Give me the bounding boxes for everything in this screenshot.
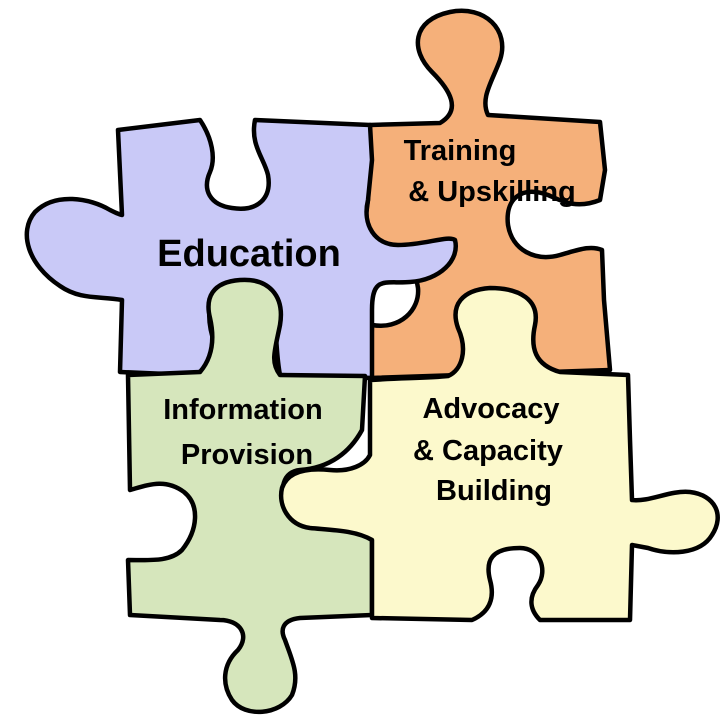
education-label: Education (157, 233, 341, 275)
piece-advocacy-shape (278, 285, 720, 623)
advocacy-label-line1: Advocacy (422, 393, 559, 425)
information-label-line1: Information (163, 394, 323, 426)
training-label-line2: & Upskilling (408, 176, 576, 208)
svg-text:Advocacy & Capacity: Advocacy & Capacity Building (413, 393, 571, 507)
svg-text:Training & Upskilling: Training & Upskilling (404, 135, 576, 208)
svg-text:Education: Education (157, 233, 341, 275)
information-label-line2: Provision (181, 439, 313, 471)
advocacy-label-line3: Building (436, 475, 552, 507)
piece-information: Information Provision (125, 277, 375, 715)
training-label-line1: Training (404, 135, 517, 167)
svg-text:Information Provision: Information Provision (163, 394, 331, 471)
advocacy-label-line2: & Capacity (413, 435, 563, 467)
piece-training: Training & Upskilling (357, 8, 613, 381)
piece-training-shape (357, 8, 613, 381)
piece-advocacy: Advocacy & Capacity Building (278, 285, 720, 623)
